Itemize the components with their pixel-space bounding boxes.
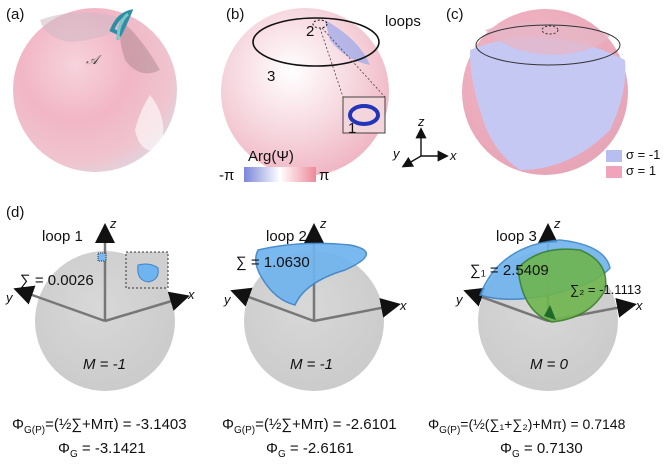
colorbar-gradient (244, 167, 316, 182)
d1-x-label: x (188, 287, 195, 302)
loop-number-2: 2 (306, 23, 315, 40)
triad-x-label: x (450, 148, 457, 163)
d3-x-label: x (636, 298, 643, 313)
loop-3-M: M = 0 (530, 356, 568, 373)
panel-label-d: (d) (6, 204, 25, 221)
loop-2-title: loop 2 (266, 228, 307, 245)
loops-title: loops (385, 13, 421, 30)
panel-label-b: (b) (226, 6, 245, 23)
legend-swatch-sigma-neg (606, 150, 622, 162)
vector-potential-symbol: 𝒜 (86, 52, 99, 67)
loop-2-area: ∑ = 1.0630 (236, 254, 310, 271)
panel-c-sphere (462, 9, 628, 175)
loop-1-phi-gp: ΦG(P)=(½∑+Mπ) = -3.1403 (12, 416, 187, 436)
panel-d-sphere-3 (463, 223, 637, 391)
loop-2-M: M = -1 (290, 356, 333, 373)
loop-number-1: 1 (348, 120, 357, 137)
loop-3-area-1: ∑₁ = 2.5409 (470, 262, 549, 279)
loop-1-phi-g: ΦG = -3.1421 (58, 440, 146, 460)
panel-d-sphere-1 (13, 223, 190, 391)
d3-y-label: y (456, 292, 463, 307)
triad-z-label: z (418, 114, 425, 129)
d1-y-label: y (6, 290, 13, 305)
loop-3-title: loop 3 (496, 228, 537, 245)
panel-b-sphere (221, 8, 389, 176)
loop-3-area-2: ∑₂ = -1.1113 (570, 282, 642, 297)
loop-1-title: loop 1 (42, 228, 83, 245)
triad-y-label: y (393, 146, 400, 161)
loop-2-phi-g: ΦG = -2.6161 (266, 440, 354, 460)
loop-1-area: ∑ = 0.0026 (20, 272, 94, 289)
colorbar-min-label: -π (219, 167, 235, 184)
loop-3-phi-g: ΦG = 0.7130 (500, 440, 583, 460)
d3-z-label: z (554, 216, 561, 231)
colorbar-max-label: π (319, 167, 330, 184)
d2-x-label: x (400, 298, 407, 313)
loop-3-phi-gp: ΦG(P)=(½(∑₁+∑₂)+Mπ) = 0.7148 (428, 416, 626, 436)
panel-c-loop (475, 24, 621, 66)
legend-label-sigma-neg: σ = -1 (626, 147, 661, 162)
legend-swatch-sigma-pos (606, 166, 622, 178)
loop-1-M: M = -1 (83, 356, 126, 373)
panel-a-sphere (13, 8, 177, 172)
loop-number-3: 3 (267, 68, 276, 85)
loop-1-ring (348, 104, 380, 126)
loop-2-phi-gp: ΦG(P)=(½∑+Mπ) = -2.6101 (222, 416, 397, 436)
axis-triad (401, 127, 449, 168)
d2-z-label: z (320, 216, 327, 231)
d1-z-label: z (110, 216, 117, 231)
panel-d-sphere-2 (230, 223, 401, 391)
panel-label-a: (a) (6, 6, 25, 23)
d2-y-label: y (224, 292, 231, 307)
colorbar-title: Arg(Ψ) (248, 148, 294, 165)
legend-label-sigma-pos: σ = 1 (626, 163, 657, 178)
loop-3-curve (252, 17, 380, 67)
panel-label-c: (c) (446, 6, 464, 23)
